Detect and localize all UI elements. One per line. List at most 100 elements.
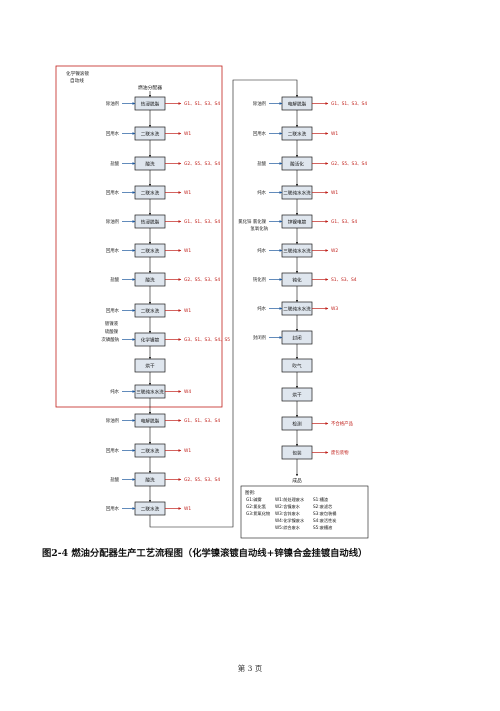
- legend-entry: S2:废滤芯: [313, 503, 332, 510]
- left-step-box: [134, 358, 166, 373]
- right-output-label: 废包装物: [331, 449, 349, 456]
- left-step-label: 酸洗: [145, 476, 155, 483]
- right-step-box: [281, 358, 313, 373]
- right-step-label: 封闭: [292, 334, 302, 341]
- legend-entry: G3:氮氧化物: [246, 510, 270, 517]
- group-label-line1: 化学镍滚镀: [66, 70, 89, 77]
- right-step-label: 二联水洗: [288, 130, 307, 137]
- left-input-label: 回用水: [106, 189, 120, 196]
- left-step-label: 二联水洗: [141, 247, 160, 254]
- figure-caption: 图2-4 燃油分配器生产工艺流程图（化学镍滚镀自动线+锌镍合金挂镀自动线）: [42, 548, 368, 559]
- left-output-label: W1: [184, 506, 191, 512]
- right-step-1: 电解脱脂: [281, 96, 313, 111]
- left-extra-input-1: 镀镍液: [105, 320, 119, 327]
- left-input-label: 纯水: [110, 388, 119, 395]
- left-extra-input-2: 硫酸镍: [105, 328, 119, 335]
- left-step-1: 热浸脱脂: [134, 96, 166, 111]
- left-step-15: 二联水洗: [134, 501, 166, 516]
- left-step-label: 热浸脱脂: [141, 218, 160, 225]
- right-step-label: 电解脱脂: [288, 100, 307, 107]
- right-input-label: 纯水: [257, 189, 266, 196]
- right-input-label: 回用水: [253, 130, 267, 137]
- left-output-label: G1、S1、S3、S4: [184, 101, 220, 107]
- right-step-label: 二联纯水水洗: [283, 189, 311, 196]
- left-step-label: 二联水洗: [141, 307, 160, 314]
- right-step-6: 三联纯水水洗: [281, 243, 313, 258]
- left-input-label: 盐酸: [110, 476, 119, 483]
- left-output-label: G2、S5、S3、S4: [184, 277, 220, 283]
- right-step-4: 二联纯水水洗: [281, 185, 313, 200]
- left-input-label: 回用水: [106, 247, 120, 254]
- legend-entry: G1:碱雾: [246, 496, 263, 503]
- right-input-label: 纯水: [257, 305, 266, 312]
- right-step-3: 酸活化: [281, 156, 313, 171]
- right-step-box: [281, 387, 313, 402]
- left-step-label: 酸洗: [145, 160, 155, 167]
- right-step-11: 烘干: [281, 387, 313, 402]
- legend-entry: S5:废槽液: [313, 524, 333, 531]
- left-step-14: 酸洗: [134, 472, 166, 487]
- right-output-label: W2: [331, 248, 338, 254]
- right-step-label: 二联纯水水洗: [283, 305, 311, 312]
- column-connector: [149, 79, 299, 528]
- left-input-label: 回用水: [106, 505, 120, 512]
- right-input-label: 氯化锌 氯化镍: [238, 218, 266, 225]
- left-output-label: W4: [184, 389, 191, 395]
- left-step-label: 二联水洗: [141, 505, 160, 512]
- legend-entry: G2:氯化氢: [246, 503, 267, 510]
- left-step-11: 三联纯水水洗: [134, 384, 166, 399]
- right-input-label: 钝化剂: [253, 276, 267, 283]
- left-output-label: G1、S1、S3、S4: [184, 418, 220, 424]
- left-step-9: 化学镍镀: [134, 332, 166, 347]
- left-output-label: W1: [184, 308, 191, 314]
- left-step-4: 二联水洗: [134, 185, 166, 200]
- left-input-label: 回用水: [106, 130, 120, 137]
- left-output-label: W1: [184, 448, 191, 454]
- left-output-label: G2、S5、S3、S4: [184, 161, 220, 167]
- right-step-2: 二联水洗: [281, 126, 313, 141]
- page-number: 第 3 页: [237, 664, 263, 673]
- left-step-label: 烘干: [145, 362, 155, 369]
- right-step-label: 包装: [292, 449, 302, 456]
- left-step-10: 烘干: [134, 358, 166, 373]
- right-extra-input: 氢氧化钠: [250, 225, 268, 232]
- end-label: 成品: [292, 477, 302, 484]
- left-output-label: G2、S5、S3、S4: [184, 477, 220, 483]
- left-input-label: 除油剂: [106, 417, 120, 424]
- left-step-label: 化学镍镀: [141, 336, 160, 343]
- left-output-label: G3、S1、S3、S4、S5: [184, 337, 230, 343]
- legend-box: [240, 485, 369, 539]
- right-step-label: 锌镍电镀: [288, 218, 307, 225]
- left-step-2: 二联水洗: [134, 126, 166, 141]
- left-step-5: 热浸脱脂: [134, 214, 166, 229]
- left-step-label: 二联水洗: [141, 130, 160, 137]
- right-step-10: 吹气: [281, 358, 313, 373]
- left-step-8: 二联水洗: [134, 303, 166, 318]
- left-output-label: W1: [184, 248, 191, 254]
- group-label-line2: 自动线: [70, 77, 84, 84]
- left-output-label: G1、S1、S3、S4: [184, 219, 220, 225]
- left-step-label: 电解脱脂: [141, 417, 160, 424]
- right-input-label: 盐酸: [257, 160, 266, 167]
- left-input-label: 回用水: [106, 447, 120, 454]
- left-step-label: 酸洗: [145, 276, 155, 283]
- left-output-label: W1: [184, 190, 191, 196]
- left-input-label: 回用水: [106, 307, 120, 314]
- left-step-6: 二联水洗: [134, 243, 166, 258]
- left-input-label: 除油剂: [106, 218, 120, 225]
- right-step-9: 封闭: [281, 330, 313, 345]
- legend-entry: S4:废活性炭: [313, 517, 336, 524]
- right-step-7: 钝化: [281, 272, 313, 287]
- left-step-label: 二联水洗: [141, 447, 160, 454]
- right-step-label: 吹气: [292, 362, 302, 369]
- right-step-8: 二联纯水水洗: [281, 301, 313, 316]
- legend-entry: W3:含锌废水: [275, 510, 301, 517]
- start-label: 燃油分配器: [138, 84, 162, 91]
- legend-entry: S1:槽渣: [313, 496, 329, 503]
- flow-edges: [148, 79, 299, 528]
